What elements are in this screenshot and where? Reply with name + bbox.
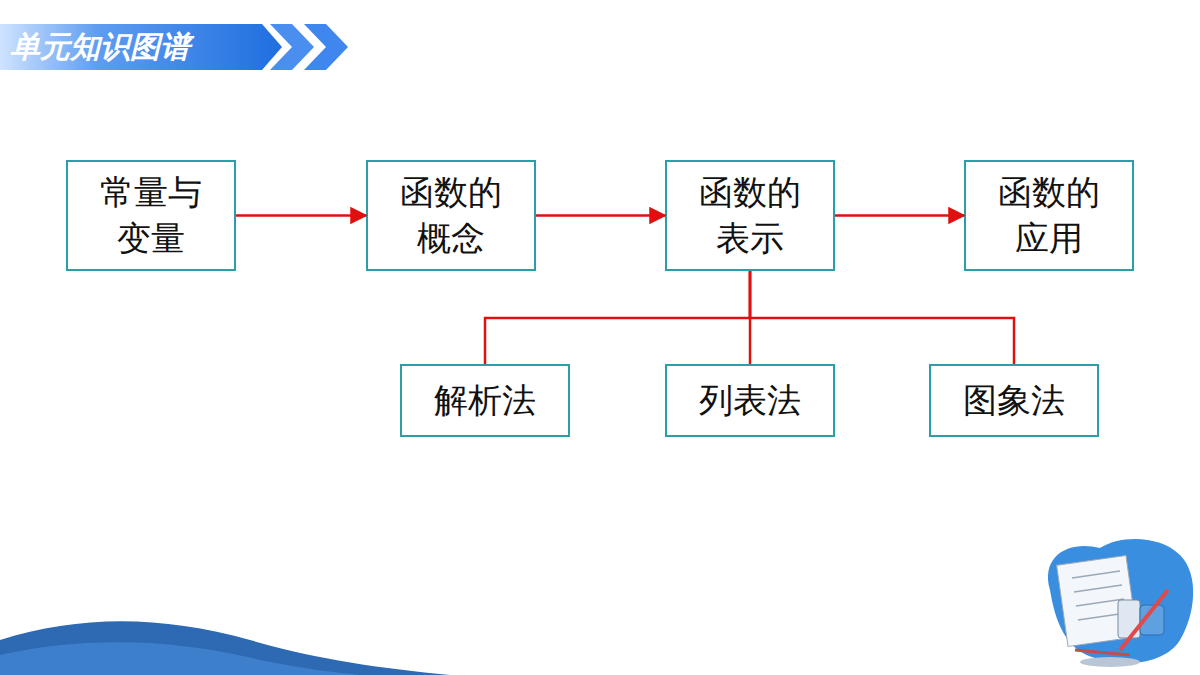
box-label: 图象法 <box>963 378 1065 424</box>
concept-box: 函数的 表示 <box>665 160 835 271</box>
concept-box: 列表法 <box>665 364 835 437</box>
math-illustration <box>1048 539 1193 667</box>
box-text-group: 常量与 变量 <box>98 170 204 262</box>
box-label: 函数的 应用 <box>996 170 1102 262</box>
box-text-group: 列表法 <box>699 378 801 424</box>
connector-line <box>485 271 750 364</box>
title-banner <box>0 24 348 70</box>
connector-line <box>536 214 665 217</box>
box-text-group: 解析法 <box>434 378 536 424</box>
box-text-group: 图象法 <box>963 378 1065 424</box>
box-label: 函数的 概念 <box>398 170 504 262</box>
connector-line <box>750 271 1014 364</box>
title-text: 单元知识图谱 <box>10 29 190 64</box>
connector-line <box>749 271 752 364</box>
concept-box: 函数的 应用 <box>964 160 1134 271</box>
box-label: 函数的 表示 <box>697 170 803 262</box>
box-text-group: 函数的 概念 <box>398 170 504 262</box>
concept-box: 常量与 变量 <box>66 160 236 271</box>
concept-box: 函数的 概念 <box>366 160 536 271</box>
box-text-group: 函数的 应用 <box>996 170 1102 262</box>
concept-box: 解析法 <box>400 364 570 437</box>
concept-box: 图象法 <box>929 364 1099 437</box>
connector-line <box>236 214 366 217</box>
box-label: 列表法 <box>699 378 801 424</box>
bottom-wave-light <box>0 642 360 675</box>
box-label: 常量与 变量 <box>98 170 204 262</box>
slide-title: 单元知识图谱 <box>10 24 190 70</box>
box-label: 解析法 <box>434 378 536 424</box>
connector-line <box>835 214 964 217</box>
bottom-wave <box>0 621 450 675</box>
box-text-group: 函数的 表示 <box>697 170 803 262</box>
